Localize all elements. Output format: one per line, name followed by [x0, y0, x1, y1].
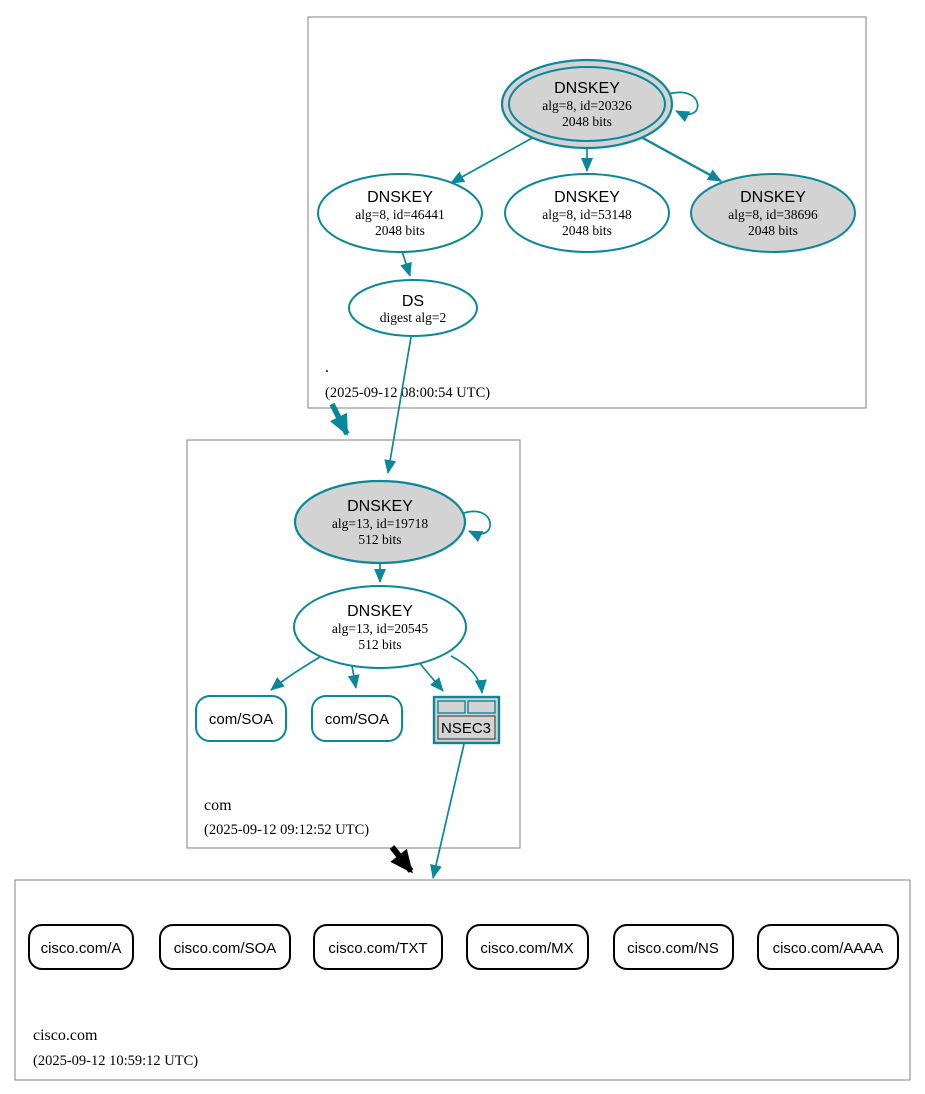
- zone-box-root: [307, 16, 867, 409]
- node-title: DNSKEY: [740, 189, 806, 206]
- node-root-ksk-20326[interactable]: DNSKEY alg=8, id=20326 2048 bits: [500, 58, 674, 150]
- node-detail: digest alg=2: [380, 310, 446, 325]
- zone-cisco: cisco.com/A cisco.com/SOA cisco.com/TXT …: [14, 879, 911, 1081]
- node-root-zsk-53148[interactable]: DNSKEY alg=8, id=53148 2048 bits: [504, 173, 670, 253]
- edge-comzsk-to-soa2: [347, 665, 360, 689]
- edge-comzsk-to-nsec3-right: [450, 655, 487, 694]
- edge-ds-to-com-ksk: [384, 336, 412, 474]
- node-detail: 512 bits: [358, 532, 401, 547]
- edge-ksk20326-self-loop: [668, 91, 699, 123]
- node-com-ksk-19718[interactable]: DNSKEY alg=13, id=19718 512 bits: [293, 479, 467, 565]
- node-cisco-mx[interactable]: cisco.com/MX: [466, 924, 589, 970]
- zone-box-cisco: [14, 879, 911, 1081]
- node-detail: alg=8, id=38696: [728, 207, 818, 222]
- node-detail: 2048 bits: [375, 223, 425, 238]
- node-com-soa-1[interactable]: com/SOA: [195, 695, 287, 742]
- rrset-label: cisco.com/NS: [627, 940, 719, 957]
- node-root-ksk-38696[interactable]: DNSKEY alg=8, id=38696 2048 bits: [690, 173, 856, 253]
- node-cisco-soa[interactable]: cisco.com/SOA: [159, 924, 291, 970]
- node-com-nsec3[interactable]: NSEC3: [432, 695, 501, 745]
- node-title: DNSKEY: [347, 498, 413, 515]
- node-cisco-txt[interactable]: cisco.com/TXT: [313, 924, 443, 970]
- node-cisco-a[interactable]: cisco.com/A: [28, 924, 134, 970]
- zone-timestamp-com: (2025-09-12 09:12:52 UTC): [204, 822, 369, 838]
- rrset-label: cisco.com/AAAA: [773, 940, 884, 957]
- zone-label-com: com: [204, 797, 232, 814]
- edge-comzsk-to-soa1: [270, 656, 321, 691]
- node-com-zsk-20545[interactable]: DNSKEY alg=13, id=20545 512 bits: [293, 585, 467, 669]
- rrset-label: cisco.com/TXT: [328, 940, 427, 957]
- rrset-label: com/SOA: [209, 711, 273, 728]
- node-title: DNSKEY: [347, 603, 413, 620]
- zone-root: DNSKEY alg=8, id=20326 2048 bits DNSKEY …: [307, 16, 867, 409]
- edge-comksk-self-loop: [463, 510, 491, 543]
- rrset-label: NSEC3: [441, 720, 491, 737]
- node-com-soa-2[interactable]: com/SOA: [311, 695, 403, 742]
- zone-timestamp-root: (2025-09-12 08:00:54 UTC): [325, 385, 490, 401]
- zone-timestamp-cisco: (2025-09-12 10:59:12 UTC): [33, 1053, 198, 1069]
- node-title: DNSKEY: [554, 80, 620, 97]
- node-detail: alg=13, id=19718: [332, 516, 428, 531]
- node-detail: 2048 bits: [562, 114, 612, 129]
- node-root-zsk-46441[interactable]: DNSKEY alg=8, id=46441 2048 bits: [317, 173, 483, 253]
- rrset-label: cisco.com/MX: [480, 940, 573, 957]
- edge-com-delegation-to-cisco: [389, 845, 414, 874]
- node-detail: 512 bits: [358, 637, 401, 652]
- zone-box-com: [186, 439, 521, 849]
- rrset-label: cisco.com/A: [41, 940, 122, 957]
- node-detail: 2048 bits: [562, 223, 612, 238]
- node-detail: 2048 bits: [748, 223, 798, 238]
- node-detail: alg=13, id=20545: [332, 621, 428, 636]
- node-title: DNSKEY: [554, 189, 620, 206]
- node-detail: alg=8, id=20326: [542, 98, 632, 113]
- node-cisco-aaaa[interactable]: cisco.com/AAAA: [757, 924, 899, 970]
- edge-ksk20326-to-zsk46441: [450, 136, 535, 184]
- edge-comzsk-to-nsec3-left: [416, 659, 444, 692]
- rrset-label: cisco.com/SOA: [174, 940, 277, 957]
- edge-zsk46441-to-ds: [400, 250, 412, 277]
- node-title: DS: [402, 293, 424, 310]
- edge-root-delegation-to-com: [329, 402, 350, 436]
- node-title: DNSKEY: [367, 189, 433, 206]
- zone-com: DNSKEY alg=13, id=19718 512 bits DNSKEY …: [186, 439, 521, 849]
- node-cisco-ns[interactable]: cisco.com/NS: [613, 924, 734, 970]
- node-root-ds[interactable]: DS digest alg=2: [348, 279, 478, 337]
- zone-label-root: .: [325, 359, 329, 376]
- edge-nsec3-to-cisco: [430, 743, 465, 879]
- edge-ksk20326-to-ksk38696: [640, 135, 722, 183]
- rrset-label: com/SOA: [325, 711, 389, 728]
- zone-label-cisco: cisco.com: [33, 1027, 98, 1044]
- node-detail: alg=8, id=53148: [542, 207, 632, 222]
- node-detail: alg=8, id=46441: [355, 207, 444, 222]
